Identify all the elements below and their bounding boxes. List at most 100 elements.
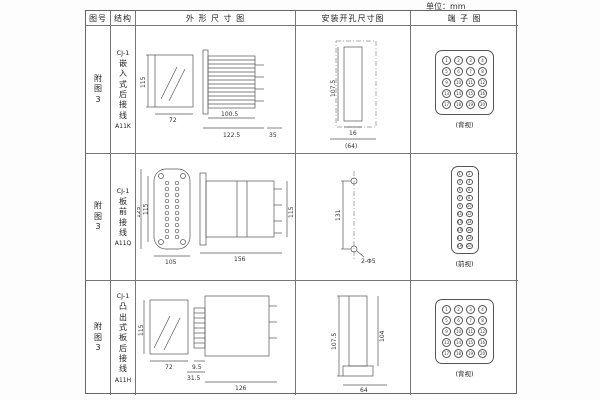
terminal-pin: 8 bbox=[478, 315, 487, 325]
install-drawing-r1: 107.5 16 (64) bbox=[329, 40, 376, 150]
outline-drawing-r1: 115 72 100.5 122.5 bbox=[140, 49, 282, 139]
terminal-pin: 4 bbox=[478, 304, 487, 314]
terminal-pin: 13 bbox=[442, 337, 451, 347]
terminal-pin: 17 bbox=[442, 348, 451, 358]
terminal-pin: 16 bbox=[478, 337, 487, 347]
side-view-r3 bbox=[193, 295, 277, 357]
terminal-pin: 6 bbox=[454, 67, 463, 76]
col-header-fig-no: 图号 bbox=[86, 11, 111, 26]
terminal-pin: 11 bbox=[466, 326, 475, 336]
terminal-pin: 2 bbox=[454, 304, 463, 314]
fig-no-cell-r1: 附图3 bbox=[86, 26, 111, 154]
terminal-pin: 19 bbox=[466, 100, 475, 109]
terminal-pin: 18 bbox=[454, 100, 463, 109]
structure-label-r1: 嵌入式后接线 bbox=[119, 58, 127, 120]
terminal-pin: 2 bbox=[454, 56, 463, 65]
terminal-pin: 13 bbox=[442, 89, 451, 98]
terminal-pin: 9 bbox=[456, 202, 463, 210]
dim-label: 35 bbox=[269, 132, 277, 139]
outline-drawing-r3: 115 72 9.5 31.5 126 bbox=[138, 295, 277, 392]
front-view-r3 bbox=[149, 299, 188, 355]
dim-label: 72 bbox=[165, 364, 173, 371]
terminal-pin: 15 bbox=[456, 226, 463, 234]
terminal-pin: 3 bbox=[466, 56, 475, 65]
terminal-pin: 12 bbox=[478, 326, 487, 336]
terminal-pin: 15 bbox=[466, 89, 475, 98]
model-label-r3: CJ-1 bbox=[116, 292, 130, 301]
terminal-pin: 5 bbox=[456, 186, 463, 194]
terminal-pin: 11 bbox=[466, 78, 475, 87]
terminal-pin: 18 bbox=[454, 348, 463, 358]
terminal-pin: 5 bbox=[442, 67, 451, 76]
dim-label: 64 bbox=[360, 387, 368, 394]
side-view-r2 bbox=[199, 172, 282, 245]
structure-r1: CJ-1 嵌入式后接线 A11K bbox=[115, 49, 131, 130]
terminal-view-label-r1: (背视) bbox=[455, 121, 474, 129]
outline-drawing-cell-r1: 115 72 100.5 122.5 bbox=[136, 26, 296, 154]
install-drawing-cell-r1: 107.5 16 (64) bbox=[296, 26, 411, 154]
model-label-r2: CJ-1 bbox=[116, 186, 130, 195]
install-drawing-r3: 107.5 104 64 bbox=[331, 295, 387, 394]
terminal-pin: 13 bbox=[456, 218, 463, 226]
terminal-pin: 7 bbox=[456, 194, 463, 202]
terminal-pin: 2 bbox=[466, 170, 473, 178]
terminal-pin: 17 bbox=[456, 234, 463, 242]
dim-label: 125 bbox=[137, 206, 142, 218]
model-label-r1: CJ-1 bbox=[116, 48, 130, 57]
side-view-r1 bbox=[202, 49, 264, 114]
dim-label: 156 bbox=[234, 256, 246, 263]
dim-label: 31.5 bbox=[187, 375, 201, 382]
fig-no-r3: 附图3 bbox=[94, 322, 102, 353]
structure-cell-r3: CJ-1 凸出式板后接线 A11H bbox=[111, 281, 136, 395]
terminal-pin: 1 bbox=[442, 56, 451, 65]
terminal-pin: 14 bbox=[454, 337, 463, 347]
terminal-pin: 12 bbox=[478, 78, 487, 87]
dim-label: (64) bbox=[345, 143, 357, 150]
terminal-view-label-r2: (前视) bbox=[455, 260, 474, 269]
terminal-pin: 11 bbox=[456, 210, 463, 218]
terminal-pin: 10 bbox=[466, 202, 473, 210]
dim-label: 104 bbox=[379, 330, 386, 342]
structure-r2: CJ-1 板前接线 A11Q bbox=[115, 187, 131, 248]
dim-label: 115 bbox=[138, 324, 145, 336]
terminal-pin: 7 bbox=[466, 315, 475, 325]
structure-r3: CJ-1 凸出式板后接线 A11H bbox=[115, 292, 131, 384]
terminal-pin: 18 bbox=[466, 234, 473, 242]
col-header-install: 安装开孔尺寸图 bbox=[296, 11, 411, 26]
terminal-pin: 3 bbox=[466, 304, 475, 314]
terminal-pin: 10 bbox=[454, 326, 463, 336]
dim-label: 105 bbox=[165, 259, 177, 266]
terminal-pin: 5 bbox=[442, 315, 451, 325]
code-label-r2: A11Q bbox=[114, 240, 132, 248]
terminal-pin: 20 bbox=[478, 348, 487, 358]
terminal-pin: 17 bbox=[442, 100, 451, 109]
col-header-outline: 外 形 尺 寸 图 bbox=[136, 11, 296, 26]
front-plate-r2 bbox=[153, 168, 190, 249]
dim-label: 2-Φ5 bbox=[361, 258, 376, 265]
fig-no-cell-r3: 附图3 bbox=[86, 281, 111, 395]
install-drawing-r2: 131 2-Φ5 bbox=[335, 170, 376, 265]
structure-label-r2: 板前接线 bbox=[119, 196, 127, 237]
terminal-pin: 6 bbox=[466, 186, 473, 194]
terminal-pin: 20 bbox=[466, 242, 473, 250]
terminal-pin: 7 bbox=[466, 67, 475, 76]
terminal-pin: 4 bbox=[478, 56, 487, 65]
dim-label: 122.5 bbox=[223, 132, 240, 139]
dim-label: 131 bbox=[335, 209, 342, 221]
fig-no-cell-r2: 附图3 bbox=[86, 154, 111, 281]
terminal-pin: 16 bbox=[466, 226, 473, 234]
terminal-pin: 10 bbox=[454, 78, 463, 87]
front-view-r1 bbox=[154, 54, 193, 107]
dim-label: 126 bbox=[235, 385, 247, 392]
fig-no-r2: 附图3 bbox=[94, 201, 102, 232]
dim-label: 100.5 bbox=[221, 111, 238, 118]
terminal-pin: 16 bbox=[478, 89, 487, 98]
terminal-pin: 14 bbox=[466, 218, 473, 226]
dimension-table: 图号 结构 外 形 尺 寸 图 安装开孔尺寸图 端 子 图 附图3 CJ-1 嵌… bbox=[85, 10, 518, 395]
dim-label: 107.5 bbox=[331, 333, 338, 350]
terminal-pin: 20 bbox=[478, 100, 487, 109]
